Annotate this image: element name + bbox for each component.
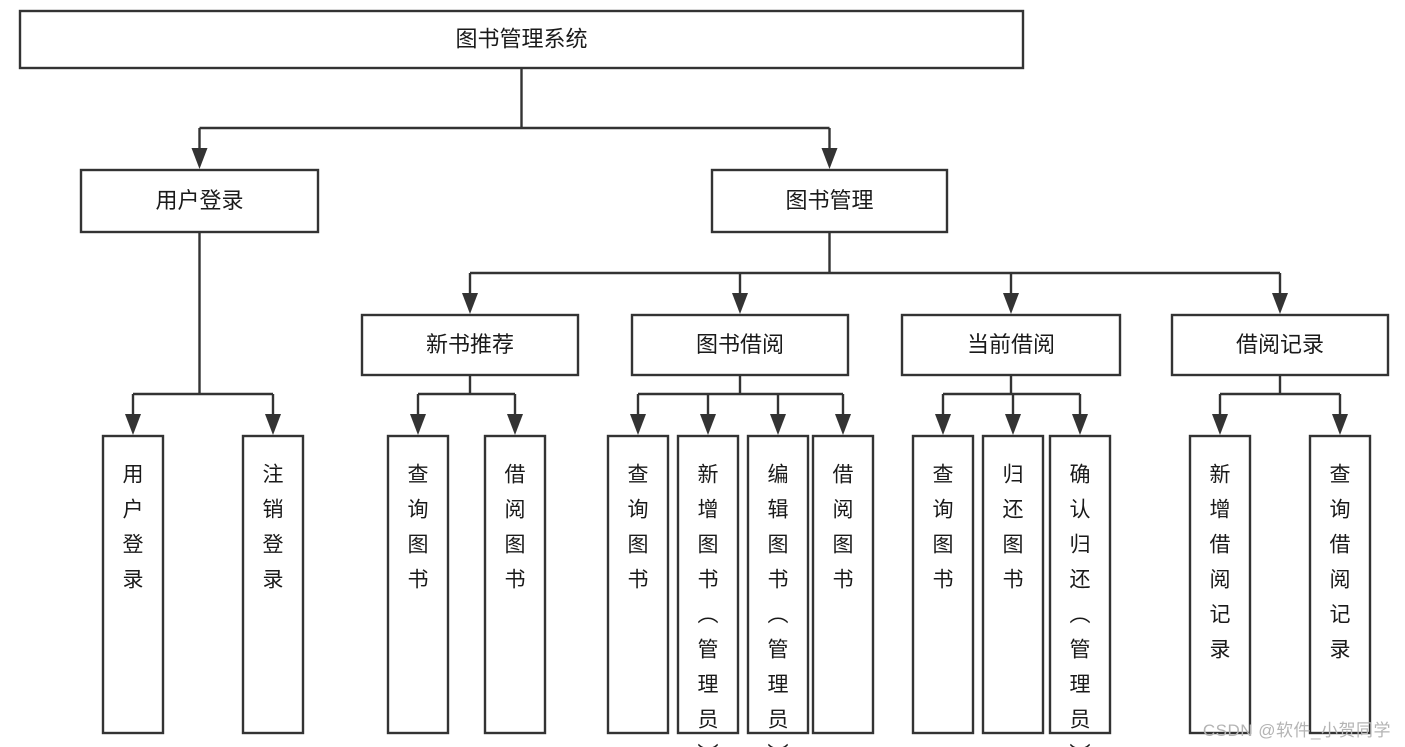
node-box: [101, 434, 165, 735]
node-borrow-record[interactable]: 借阅记录: [1170, 313, 1390, 377]
node-label: 新增图书︵管理员︶: [698, 463, 719, 747]
node-box: [746, 434, 810, 735]
node-box: [710, 168, 949, 234]
node-label: 注销登录: [263, 463, 284, 591]
node-label: 归还图书: [1003, 463, 1024, 591]
node-leaf-query-book-1[interactable]: 查询图书: [386, 434, 450, 735]
node-box: [79, 168, 320, 234]
node-box: [360, 313, 580, 377]
node-box: [900, 313, 1122, 377]
node-label: 编辑图书︵管理员︶: [768, 463, 789, 747]
node-label: 借阅图书: [505, 463, 526, 591]
node-leaf-borrow-book-1[interactable]: 借阅图书: [483, 434, 547, 735]
node-leaf-logout[interactable]: 注销登录: [241, 434, 305, 735]
node-box: [386, 434, 450, 735]
node-label: 新增借阅记录: [1210, 463, 1231, 661]
node-box: [18, 9, 1025, 70]
node-label: 确认归还︵管理员︶: [1070, 463, 1091, 747]
node-leaf-query-book-3[interactable]: 查询图书: [911, 434, 975, 735]
node-label: 图书管理系统: [455, 26, 587, 51]
node-box: [981, 434, 1045, 735]
node-box: [1170, 313, 1390, 377]
node-box: [606, 434, 670, 735]
node-label: 查询图书: [628, 463, 649, 591]
node-box: [811, 434, 875, 735]
node-box: [483, 434, 547, 735]
node-label: 借阅记录: [1236, 332, 1324, 357]
node-box: [241, 434, 305, 735]
node-leaf-edit-book[interactable]: 编辑图书︵管理员︶: [746, 434, 810, 747]
node-label: 图书借阅: [696, 332, 784, 357]
node-label: 用户登录: [155, 188, 243, 213]
node-leaf-borrow-book-2[interactable]: 借阅图书: [811, 434, 875, 735]
node-label: 查询图书: [408, 463, 429, 591]
node-leaf-query-record[interactable]: 查询借阅记录: [1308, 434, 1372, 735]
node-label: 查询图书: [933, 463, 954, 591]
node-leaf-user-login[interactable]: 用户登录: [101, 434, 165, 735]
node-root[interactable]: 图书管理系统: [18, 9, 1025, 70]
node-leaf-query-book-2[interactable]: 查询图书: [606, 434, 670, 735]
node-label: 查询借阅记录: [1330, 463, 1351, 661]
node-current-borrow[interactable]: 当前借阅: [900, 313, 1122, 377]
node-leaf-add-book[interactable]: 新增图书︵管理员︶: [676, 434, 740, 747]
node-book-manage[interactable]: 图书管理: [710, 168, 949, 234]
node-layer: 图书管理系统用户登录图书管理新书推荐图书借阅当前借阅借阅记录用户登录注销登录查询…: [18, 9, 1390, 747]
node-box: [1308, 434, 1372, 735]
node-label: 借阅图书: [833, 463, 854, 591]
node-book-borrow[interactable]: 图书借阅: [630, 313, 850, 377]
node-label: 图书管理: [785, 188, 873, 213]
node-new-book-rec[interactable]: 新书推荐: [360, 313, 580, 377]
watermark-label: CSDN @软件_小贺同学: [1202, 721, 1391, 740]
connector-layer: [125, 68, 1348, 435]
node-label: 新书推荐: [426, 332, 514, 357]
node-box: [676, 434, 740, 735]
node-box: [1048, 434, 1112, 735]
node-leaf-return-book[interactable]: 归还图书: [981, 434, 1045, 735]
node-leaf-add-record[interactable]: 新增借阅记录: [1188, 434, 1252, 735]
node-label: 当前借阅: [967, 332, 1055, 357]
node-user-login[interactable]: 用户登录: [79, 168, 320, 234]
node-box: [911, 434, 975, 735]
node-label: 用户登录: [123, 463, 144, 591]
node-box: [630, 313, 850, 377]
node-box: [1188, 434, 1252, 735]
node-leaf-confirm-return[interactable]: 确认归还︵管理员︶: [1048, 434, 1112, 747]
